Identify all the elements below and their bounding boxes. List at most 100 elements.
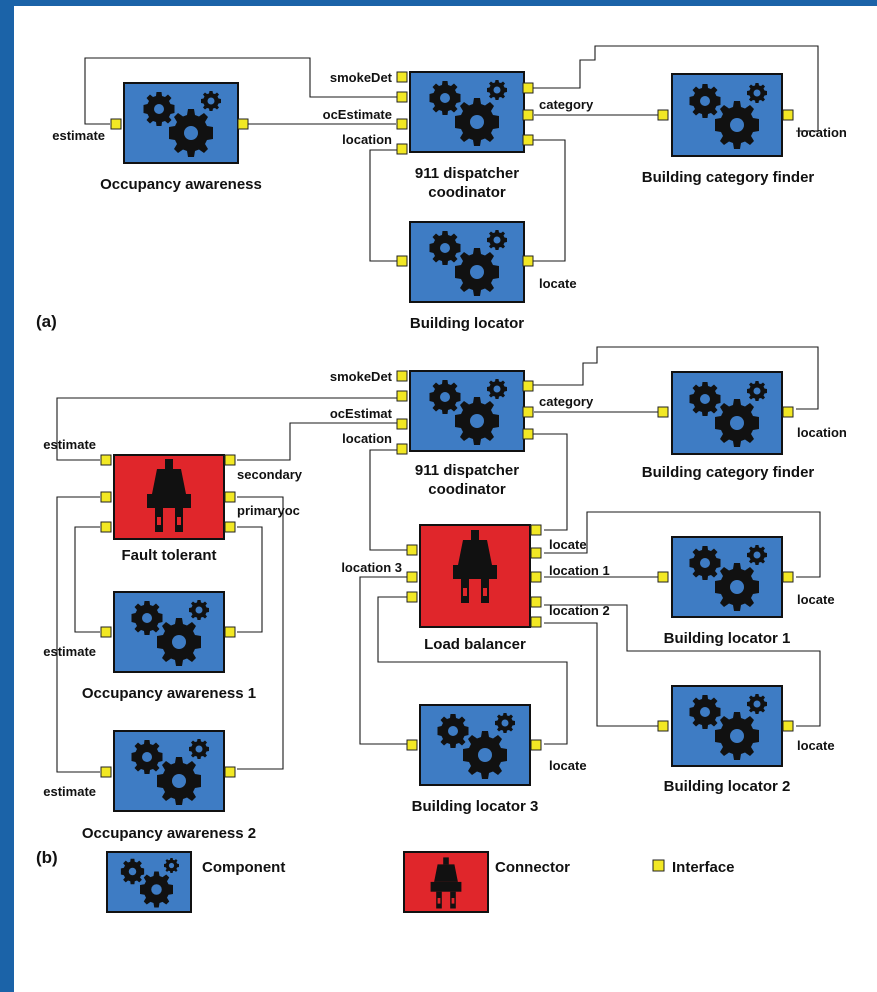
wire-primaryoc-occ2 <box>237 496 284 770</box>
occupancy-awareness-1-component <box>100 591 236 673</box>
wire-locate <box>530 139 566 262</box>
lb-port-3 <box>406 591 418 603</box>
location-port <box>396 143 408 155</box>
building-locator-3-component <box>406 704 542 786</box>
l3-locate-label: locate <box>549 758 587 773</box>
building-category-finder-component <box>657 73 794 157</box>
occ2-estimate-label: estimate <box>43 784 96 799</box>
load-balancer-title: Load balancer <box>424 636 526 653</box>
lb-location3-port <box>406 571 418 583</box>
lb-locate-label: locate <box>549 537 587 552</box>
out-port-b <box>522 380 534 392</box>
category-label-b: category <box>539 394 594 409</box>
locate-port <box>522 134 534 146</box>
dispatcher-b-title-2: coodinator <box>428 481 506 498</box>
finder-location-label: location <box>797 125 847 140</box>
wire-locator-location <box>369 149 398 262</box>
legend-connector-label: Connector <box>495 859 570 876</box>
l2-locate-label: locate <box>797 738 835 753</box>
lb-location-port <box>406 544 418 556</box>
locate-port-b <box>522 428 534 440</box>
wires-b <box>56 346 821 773</box>
ft-primaryoc-port <box>224 491 236 503</box>
lb-location1-port <box>530 571 542 583</box>
category-port <box>522 109 534 121</box>
locator-out-port <box>522 255 534 267</box>
category-label: category <box>539 97 594 112</box>
occupancy-awareness-1-title: Occupancy awareness 1 <box>82 685 256 702</box>
l1-out-port <box>782 571 794 583</box>
dispatcher-title-1: 911 dispatcher <box>415 165 519 182</box>
category-in-port <box>657 109 669 121</box>
lb-location2-label: location 2 <box>549 603 610 618</box>
frame-side-bar <box>0 0 14 992</box>
occ1-estimate-label: estimate <box>43 644 96 659</box>
occupancy-awareness-component <box>110 82 249 164</box>
wire-ft-estimate <box>56 397 398 461</box>
smokeDet-label-b: smokeDet <box>330 369 393 384</box>
wire-secondary <box>237 422 398 461</box>
building-locator-title: Building locator <box>410 315 524 332</box>
location-label-b: location <box>342 431 392 446</box>
occ2-in-port <box>100 766 112 778</box>
category-port-b <box>522 406 534 418</box>
wires-a <box>84 45 819 262</box>
l2-out-port <box>782 720 794 732</box>
dispatcher-title-2: coodinator <box>428 184 506 201</box>
occ2-out-port <box>224 766 236 778</box>
building-category-finder-b-component <box>657 371 794 455</box>
load-balancer-connector <box>406 524 542 628</box>
port <box>396 91 408 103</box>
building-locator-3-title: Building locator 3 <box>412 798 539 815</box>
building-locator-2-component <box>657 685 794 767</box>
wire-lb-location2 <box>544 604 821 727</box>
wire-estimate-loop <box>84 57 398 125</box>
finder-b-location-label: location <box>797 425 847 440</box>
wire-b-locate <box>530 433 568 531</box>
ft-secondary-port <box>224 454 236 466</box>
wire-ft-occ2 <box>56 496 100 773</box>
wire-finder-location <box>530 45 819 132</box>
finder-b-loc-port <box>782 406 794 418</box>
location-port-b <box>396 443 408 455</box>
location-label: location <box>342 132 392 147</box>
panel-a: estimate Occupancy awareness smokeDet oc… <box>36 45 847 332</box>
building-category-finder-title: Building category finder <box>642 169 815 186</box>
fault-tolerant-connector <box>100 454 236 540</box>
lb-location2-port <box>530 596 542 608</box>
occupancy-awareness-2-component <box>100 730 236 812</box>
wire-lb-location3 <box>359 576 407 745</box>
dispatcher-component <box>396 71 534 155</box>
ocEstimat-label: ocEstimat <box>330 406 393 421</box>
occ1-out-port <box>224 626 236 638</box>
fault-tolerant-title: Fault tolerant <box>121 547 216 564</box>
ocEstimat-port <box>396 418 408 430</box>
frame-top-bar <box>0 0 877 6</box>
dispatcher-b-component <box>396 370 534 455</box>
wire-ft-occ1-out <box>237 526 263 633</box>
l3-in-port <box>406 739 418 751</box>
l3-out-port <box>530 739 542 751</box>
smokeDet-port-b <box>396 370 408 382</box>
ft-port-3 <box>100 521 112 533</box>
building-locator-2-title: Building locator 2 <box>664 778 791 795</box>
panel-a-label: (a) <box>36 312 57 331</box>
locate-label: locate <box>539 276 577 291</box>
lb-locate-port <box>530 524 542 536</box>
wire-l3-locate <box>377 596 568 745</box>
legend-component-label: Component <box>202 859 285 876</box>
building-locator-1-title: Building locator 1 <box>664 630 791 647</box>
lb-location3-label: location 3 <box>341 560 402 575</box>
ocEstimate-label: ocEstimate <box>323 107 392 122</box>
ft-port-6 <box>224 521 236 533</box>
lb-port-5 <box>530 547 542 559</box>
occupancy-awareness-title: Occupancy awareness <box>100 176 262 193</box>
out-port <box>522 82 534 94</box>
building-locator-component <box>396 221 534 303</box>
secondary-label: secondary <box>237 467 303 482</box>
legend: Component Connector Interface <box>106 851 735 913</box>
legend-interface-swatch <box>652 859 665 872</box>
ocEstimate-port <box>396 118 408 130</box>
estimate-port <box>110 118 122 130</box>
